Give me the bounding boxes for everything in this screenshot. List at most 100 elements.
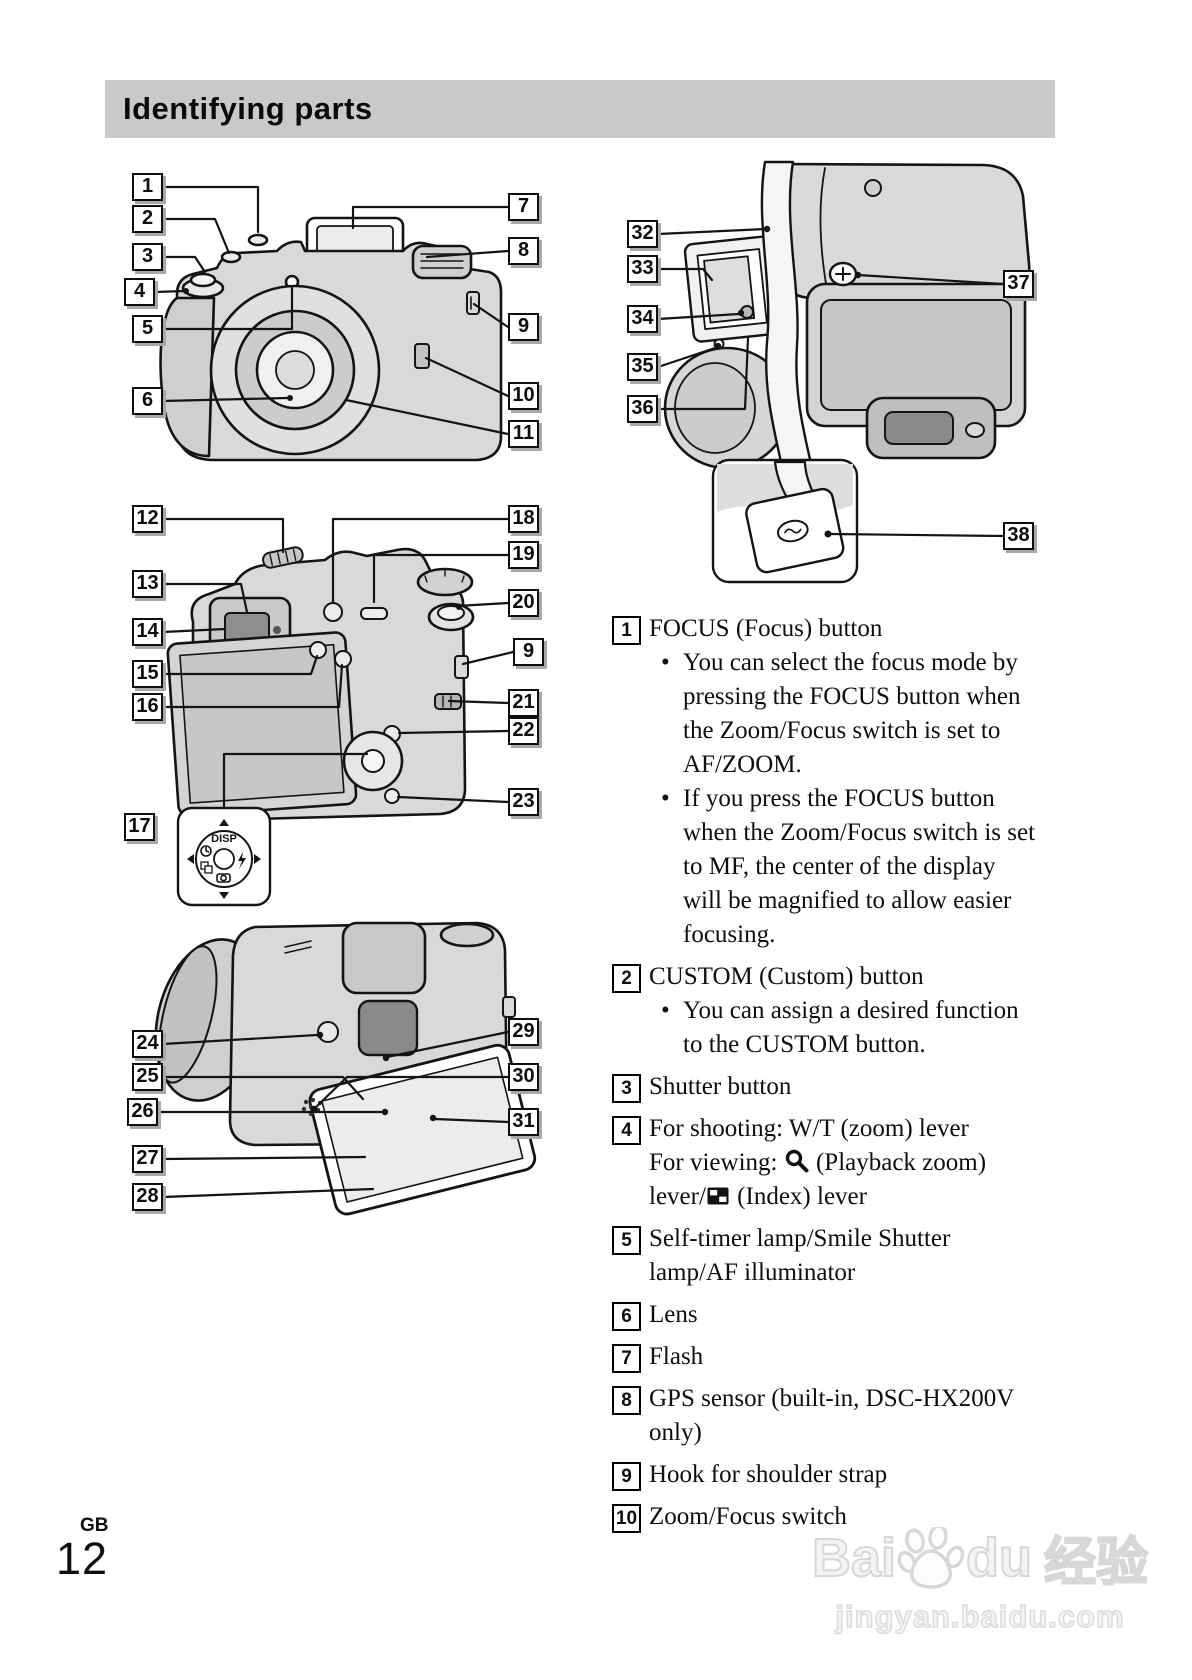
page-number-block: GB 12	[56, 1516, 109, 1582]
part-title: Flash	[649, 1343, 704, 1370]
strap-hook	[466, 291, 480, 315]
callout-2: 2	[132, 205, 163, 233]
part-number-box: 4	[612, 1116, 641, 1145]
parts-list-item: 6 Lens	[612, 1298, 1036, 1332]
part-title: Zoom/Focus switch	[649, 1503, 847, 1530]
battery	[703, 255, 756, 324]
leader-lines	[156, 1030, 510, 1199]
callout-30: 30	[508, 1063, 539, 1091]
callout-7: 7	[508, 193, 539, 221]
callout-29: 29	[508, 1018, 539, 1046]
bottom-view-illustration	[656, 160, 1031, 584]
part-number-box: 9	[612, 1462, 641, 1491]
right-arrow-icon	[254, 854, 261, 864]
part-number-box: 1	[612, 616, 641, 645]
part-number-box: 3	[612, 1074, 641, 1103]
focus-button-icon	[247, 233, 269, 247]
part-number-box: 8	[612, 1386, 641, 1415]
callout-23: 23	[508, 788, 539, 816]
part-bullet: If you press the FOCUS button when the Z…	[661, 782, 1036, 952]
callout-25: 25	[132, 1063, 163, 1091]
part-title: GPS sensor (built-in, DSC-HX200V only)	[649, 1385, 1014, 1446]
part-title: Lens	[649, 1301, 698, 1328]
part-bullets: You can assign a desired function to the…	[649, 994, 1036, 1062]
part-title: FOCUS (Focus) button	[649, 615, 883, 642]
callout-9: 9	[513, 638, 544, 666]
part-bullets: You can select the focus mode by pressin…	[649, 646, 1036, 952]
zoom-focus-switch	[414, 343, 430, 369]
wheel-icons: DISP	[187, 819, 261, 899]
parts-list-item: 1 FOCUS (Focus) buttonYou can select the …	[612, 612, 1036, 952]
callout-31: 31	[508, 1108, 539, 1136]
leader-lines	[656, 225, 1005, 538]
self-timer-icon	[200, 845, 212, 857]
part-bullet: You can select the focus mode by pressin…	[661, 646, 1036, 782]
callout-38: 38	[1003, 522, 1034, 550]
rear-screen-illustration	[154, 921, 537, 1216]
callout-36: 36	[627, 395, 658, 423]
part-title: Shutter button	[649, 1073, 792, 1100]
part-title: Self-timer lamp/Smile Shutter lamp/AF il…	[649, 1225, 951, 1286]
custom-button-icon	[220, 250, 242, 264]
parts-list-item: 7 Flash	[612, 1340, 1036, 1374]
viewfinder	[341, 921, 427, 995]
strap-hook	[454, 655, 469, 679]
callout-33: 33	[627, 255, 658, 283]
callout-6: 6	[132, 387, 163, 415]
callout-10: 10	[508, 382, 539, 410]
callout-8: 8	[508, 237, 539, 265]
callout-24: 24	[132, 1030, 163, 1058]
parts-list: 1 FOCUS (Focus) buttonYou can select the …	[612, 612, 1036, 1542]
callout-11: 11	[508, 420, 539, 448]
diagram-bottom-view: 32 33 34 35 36 37 38	[615, 160, 1035, 590]
part-number-box: 6	[612, 1302, 641, 1331]
flash-mode-icon	[238, 852, 246, 869]
callout-35: 35	[627, 353, 658, 381]
eyecup	[357, 999, 419, 1057]
part-number-box: 7	[612, 1344, 641, 1373]
jack-cover-flap	[745, 487, 845, 574]
leader-lines	[161, 517, 515, 810]
scene-icon	[216, 873, 231, 883]
logo-oval-icon	[776, 519, 809, 543]
baidu-paw-icon	[898, 1526, 965, 1589]
parts-list-item: 5 Self-timer lamp/Smile Shutter lamp/AF i…	[612, 1222, 1036, 1290]
part-number-box: 5	[612, 1226, 641, 1255]
callout-16: 16	[132, 693, 163, 721]
disp-label: DISP	[211, 833, 237, 845]
callout-19: 19	[508, 541, 539, 569]
parts-list-item: 3 Shutter button	[612, 1070, 1036, 1104]
up-arrow-icon	[219, 819, 229, 826]
left-arrow-icon	[187, 854, 194, 864]
watermark-logo-right: du	[965, 1527, 1033, 1589]
strap-hook	[502, 996, 516, 1018]
callout-4: 4	[124, 278, 155, 306]
watermark-logo-left: Bai	[811, 1527, 897, 1589]
leader-lines	[153, 185, 510, 436]
playback-zoom-icon	[785, 1149, 809, 1173]
callout-37: 37	[1003, 270, 1034, 298]
callout-32: 32	[627, 220, 658, 248]
page-title: Identifying parts	[105, 80, 1055, 138]
part-bullet: You can assign a desired function to the…	[661, 994, 1036, 1062]
diagram-back-view: DISP	[115, 470, 545, 915]
page-region-label: GB	[80, 1515, 109, 1536]
callout-12: 12	[132, 505, 163, 533]
index-icon	[707, 1187, 729, 1205]
watermark-logo-cn: 经验	[1043, 1533, 1149, 1593]
callout-34: 34	[627, 305, 658, 333]
shutter-button-icon	[189, 272, 217, 288]
callout-13: 13	[132, 570, 163, 598]
back-view-illustration: DISP	[161, 517, 515, 907]
finder-button-icon	[317, 1021, 339, 1043]
front-view-illustration	[153, 185, 510, 462]
callout-9: 9	[508, 313, 539, 341]
callout-15: 15	[132, 660, 163, 688]
callout-5: 5	[132, 315, 163, 343]
